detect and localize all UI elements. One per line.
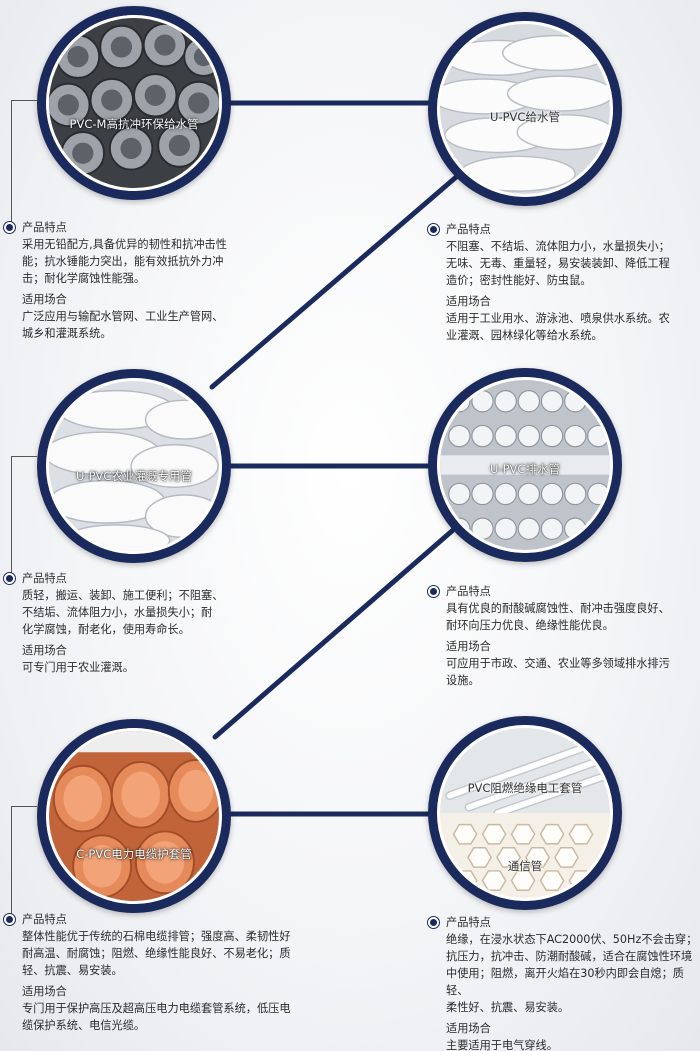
feature-title: 产品特点 (22, 913, 67, 926)
feature-line: 不阻塞、不结垢、流体阻力小，水量损失小； (446, 240, 670, 253)
feature-line: 造价；密封性能好、防虫鼠。 (446, 274, 592, 287)
product-image-pvc-conduit: PVC阻燃绝缘电工套管 通信管 (428, 716, 622, 910)
feature-line: 中使用；阻燃，离开火焰在30秒内即会自熄；质轻、 (446, 967, 684, 997)
usage-line: 适用于工业用水、游泳池、喷泉供水系统。农 (446, 312, 670, 325)
feature-line: 抗压力，抗冲击、防潮耐酸碱，适合在腐蚀性环境 (446, 950, 693, 963)
usage-line: 设施。 (446, 674, 480, 687)
usage-line: 可专门用于农业灌溉。 (22, 661, 134, 674)
product-name: C-PVC电力电缆护套管 (76, 847, 192, 861)
feature-title: 产品特点 (446, 916, 491, 929)
feature-line: 采用无铅配方,具备优异的韧性和抗冲击性 (22, 238, 227, 251)
product-info-pvc-conduit: 产品特点 绝缘，在浸水状态下AC2000伏、50Hz不会击穿； 抗压力，抗冲击、… (428, 914, 700, 1051)
product-image-upvc-irrigation: U-PVC农业灌溉专用管 (37, 369, 231, 563)
feature-line: 耐环向压力优良、绝缘性能优良。 (446, 619, 614, 632)
usage-title: 适用场合 (446, 295, 491, 308)
product-image-pvc-m: PVC-M高抗冲环保给水管 (37, 6, 231, 200)
product-info-upvc-drain: 产品特点 具有优良的耐酸碱腐蚀性、耐冲击强度良好、 耐环向压力优良、绝缘性能优良… (428, 583, 698, 689)
feature-line: 耐高温、耐腐蚀；阻燃、绝缘性能良好、不易老化；质 (22, 947, 291, 960)
product-name: U-PVC排水管 (490, 462, 560, 476)
bullet-icon (4, 573, 15, 584)
product-name: U-PVC农业灌溉专用管 (76, 469, 192, 483)
product-name: PVC阻燃绝缘电工套管 (467, 781, 583, 795)
orange-pipe-stack-image (49, 731, 219, 901)
white-pipe-stack-image (440, 24, 610, 194)
white-pipe-ends-image (440, 380, 610, 550)
bullet-icon (428, 586, 439, 597)
bullet-icon (4, 222, 15, 233)
feature-title: 产品特点 (22, 221, 67, 234)
feature-line: 绝缘，在浸水状态下AC2000伏、50Hz不会击穿； (446, 933, 698, 946)
product-name: PVC-M高抗冲环保给水管 (69, 117, 199, 131)
usage-line: 广泛应用与输配水管网、工业生产管网、 (22, 310, 224, 323)
feature-line: 无味、无毒、重量轻，易安装装卸、降低工程 (446, 257, 670, 270)
bullet-icon (428, 224, 439, 235)
usage-line: 可应用于市政、交通、农业等多领域排水排污 (446, 657, 670, 670)
feature-line: 柔性好、抗震、易安装。 (446, 1001, 570, 1014)
product-image-upvc-drain: U-PVC排水管 (428, 368, 622, 562)
usage-title: 适用场合 (446, 1022, 491, 1035)
usage-title: 适用场合 (22, 644, 67, 657)
bullet-icon (4, 914, 15, 925)
usage-line: 缆保护系统、电信光缆。 (22, 1019, 146, 1032)
feature-line: 化学腐蚀，耐老化，使用寿命长。 (22, 623, 190, 636)
product-info-upvc-irrigation: 产品特点 质轻，搬运、装卸、施工便利；不阻塞、 不结垢、流体阻力小，水量损失小；… (4, 570, 254, 676)
product-image-cpvc: C-PVC电力电缆护套管 (37, 719, 231, 913)
product-image-upvc-water: U-PVC给水管 (428, 12, 622, 206)
product-info-cpvc: 产品特点 整体性能优于传统的石棉电缆排管；强度高、柔韧性好 耐高温、耐腐蚀；阻燃… (4, 911, 304, 1034)
usage-line: 业灌溉、园林绿化等给水系统。 (446, 329, 603, 342)
feature-line: 质轻，搬运、装卸、施工便利；不阻塞、 (22, 589, 224, 602)
product-name-secondary: 通信管 (507, 859, 543, 873)
product-name: U-PVC给水管 (490, 110, 560, 124)
usage-title: 适用场合 (22, 985, 67, 998)
feature-line: 击；耐化学腐蚀性能强。 (22, 272, 146, 285)
usage-title: 适用场合 (22, 293, 67, 306)
white-pipe-stack-image (49, 381, 219, 551)
product-info-pvc-m: 产品特点 采用无铅配方,具备优异的韧性和抗冲击性 能；抗水锤能力突出，能有效抵抗… (4, 219, 254, 342)
usage-line: 主要适用于电气穿线。 (446, 1039, 558, 1051)
feature-title: 产品特点 (22, 572, 67, 585)
bullet-icon (428, 917, 439, 928)
connector-bracket (11, 100, 37, 226)
usage-line: 城乡和灌溉系统。 (22, 327, 112, 340)
white-conduit-and-honeycomb-image (440, 728, 610, 898)
usage-title: 适用场合 (446, 640, 491, 653)
feature-line: 不结垢、流体阻力小，水量损失小；耐 (22, 606, 213, 619)
feature-line: 能；抗水锤能力突出，能有效抵抗外力冲 (22, 255, 224, 268)
connector-bracket (11, 456, 37, 578)
feature-title: 产品特点 (446, 585, 491, 598)
feature-title: 产品特点 (446, 223, 491, 236)
usage-line: 专门用于保护高压及超高压电力电缆套管系统，低压电 (22, 1002, 291, 1015)
feature-line: 整体性能优于传统的石棉电缆排管；强度高、柔韧性好 (22, 930, 291, 943)
feature-line: 具有优良的耐酸碱腐蚀性、耐冲击强度良好、 (446, 602, 670, 615)
connector-bracket (11, 806, 37, 918)
grey-pipe-stack-image (49, 18, 219, 188)
product-info-upvc-water: 产品特点 不阻塞、不结垢、流体阻力小，水量损失小； 无味、无毒、重量轻，易安装装… (428, 221, 698, 344)
feature-line: 轻、抗震、易安装。 (22, 964, 123, 977)
